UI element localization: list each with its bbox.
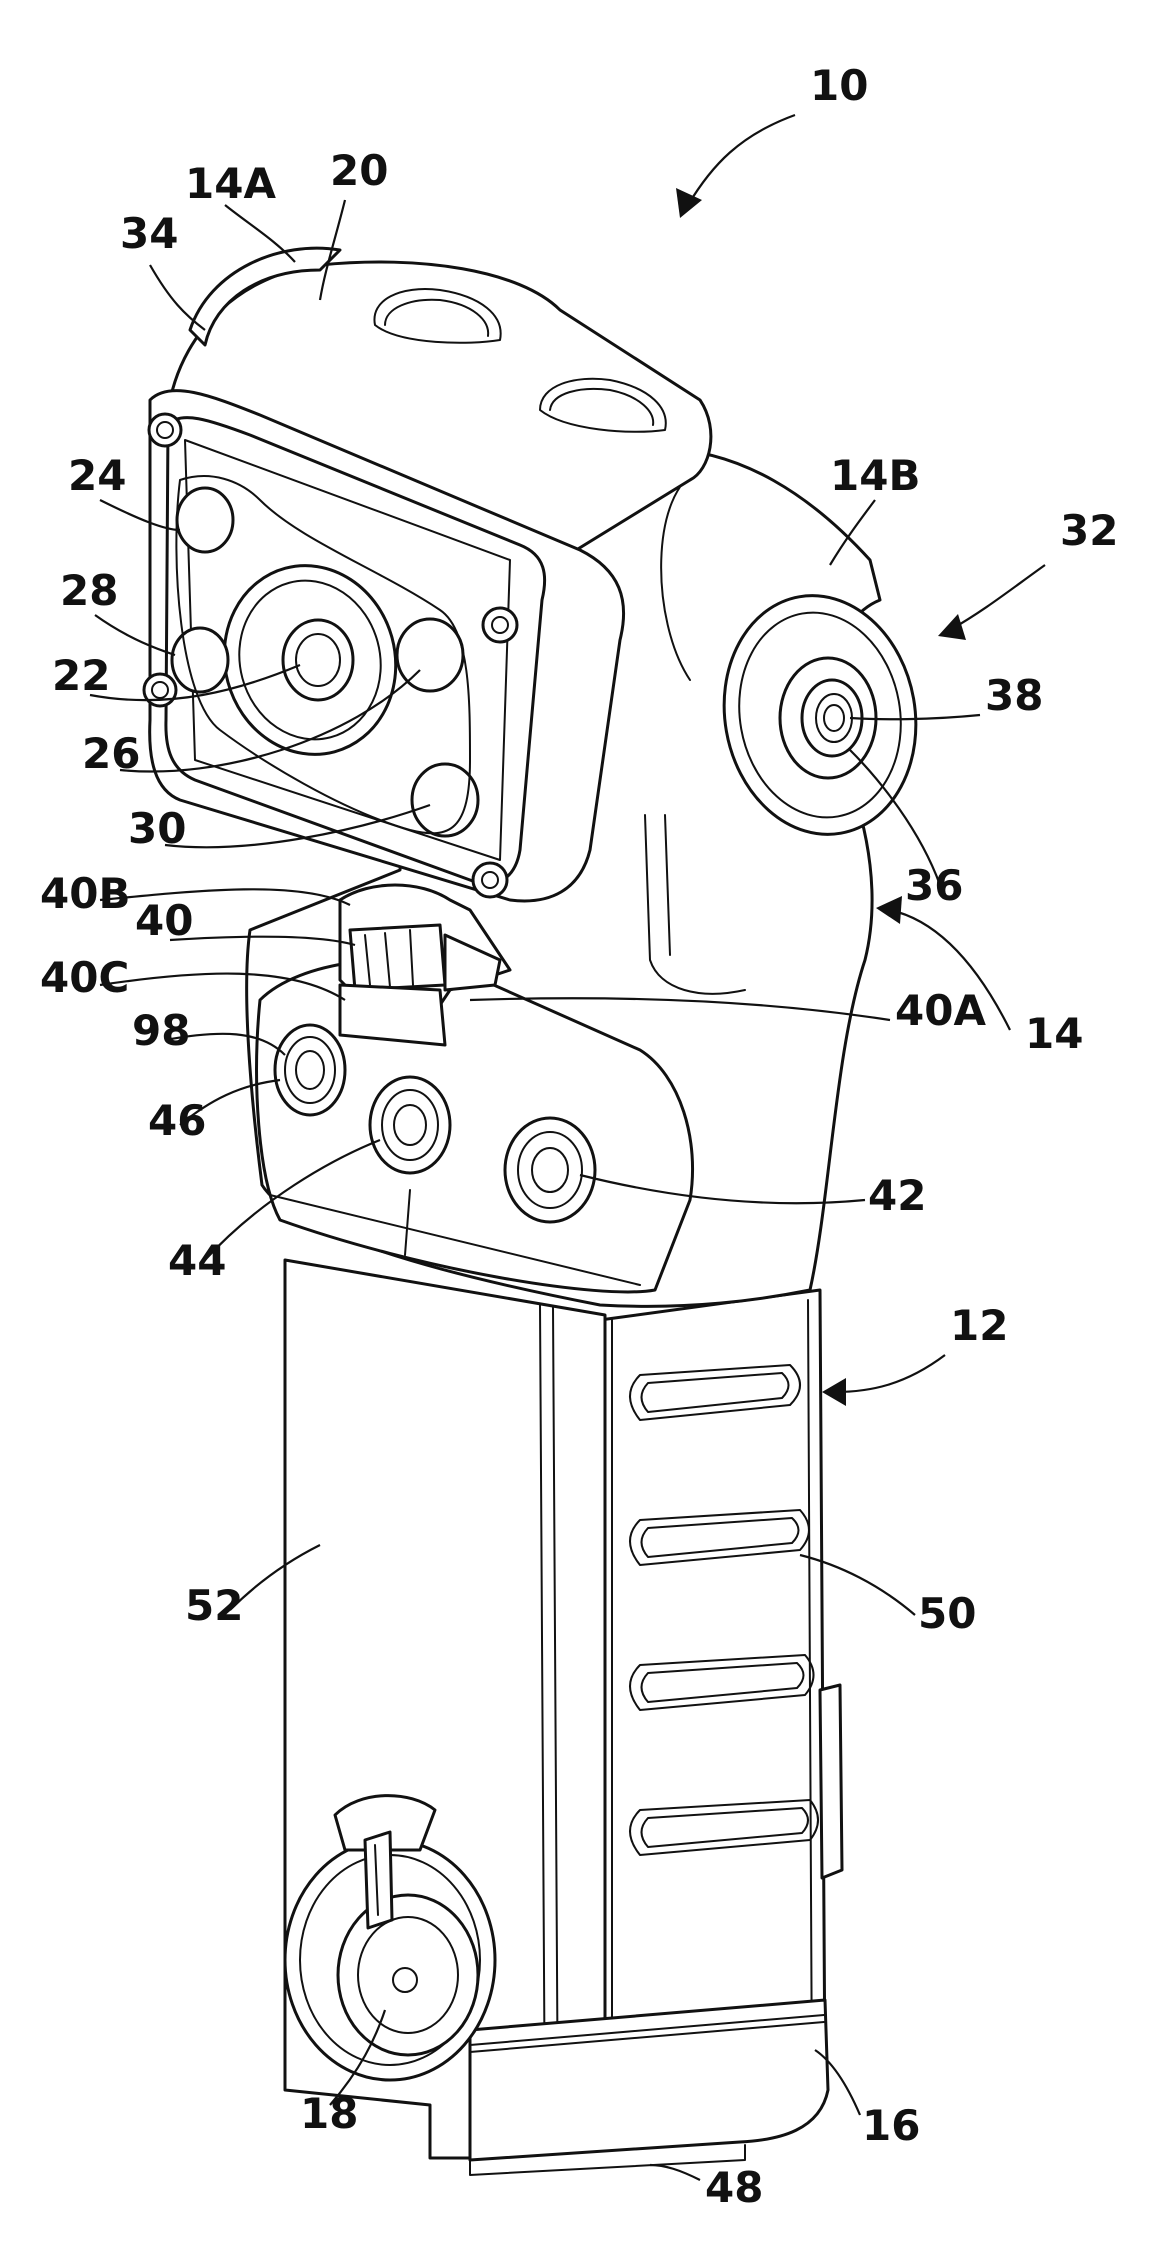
reference-label-36: 36 [905, 861, 963, 910]
reference-label-46: 46 [148, 1096, 206, 1145]
reference-label-30: 30 [128, 804, 186, 853]
reference-label-32: 32 [1060, 506, 1118, 555]
reference-label-44: 44 [168, 1236, 226, 1285]
reference-label-34: 34 [120, 209, 178, 258]
reference-label-38: 38 [985, 671, 1043, 720]
reference-label-26: 26 [82, 729, 140, 778]
reference-label-18: 18 [300, 2089, 358, 2138]
reference-label-40: 40 [135, 896, 193, 945]
reference-label-20: 20 [330, 146, 388, 195]
reference-label-22: 22 [52, 651, 110, 700]
reference-label-12: 12 [950, 1301, 1008, 1350]
reference-label-14b: 14B [830, 451, 920, 500]
arrow-32 [938, 565, 1045, 640]
reference-label-28: 28 [60, 566, 118, 615]
reference-label-16: 16 [862, 2101, 920, 2150]
reference-label-48: 48 [705, 2163, 763, 2212]
reference-label-40a: 40A [895, 986, 986, 1035]
reference-label-40c: 40C [40, 953, 129, 1002]
reference-label-40b: 40B [40, 869, 130, 918]
reference-label-50: 50 [918, 1589, 976, 1638]
reference-label-52: 52 [185, 1581, 243, 1630]
reference-label-42: 42 [868, 1171, 926, 1220]
arrow-10 [676, 115, 795, 218]
arrow-12 [822, 1355, 945, 1406]
reference-label-14a: 14A [185, 159, 276, 208]
reference-label-14: 14 [1025, 1009, 1083, 1058]
reference-label-10: 10 [810, 61, 868, 110]
reference-label-98: 98 [132, 1006, 190, 1055]
reference-label-24: 24 [68, 451, 126, 500]
